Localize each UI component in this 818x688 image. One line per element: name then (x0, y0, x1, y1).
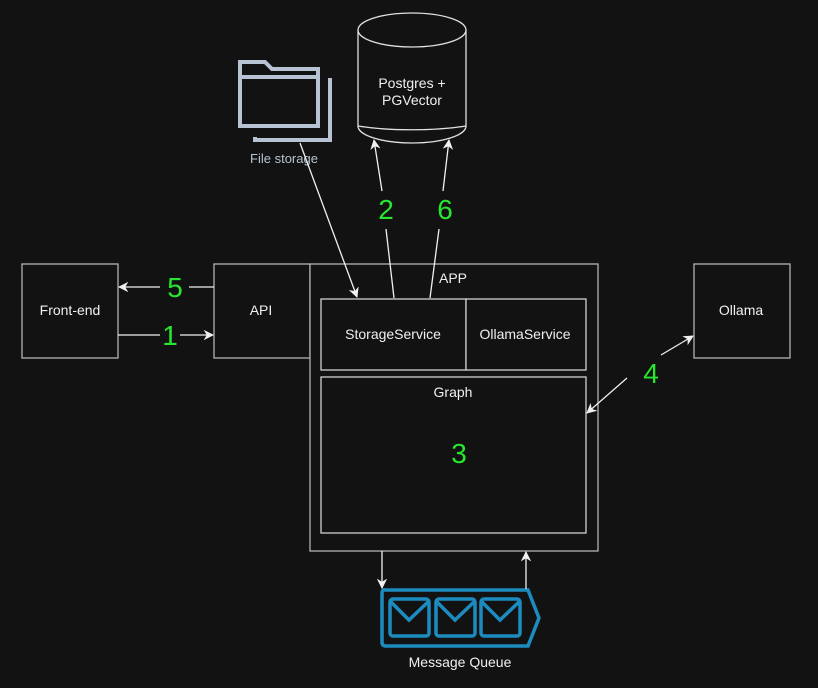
edge-storage-to-db-2-head (370, 138, 383, 192)
step-label-6: 6 (437, 194, 453, 225)
storage-service-label: StorageService (345, 326, 441, 342)
folder-icon (238, 60, 332, 142)
database-label-line1: Postgres + (378, 75, 445, 91)
message-queue-icon (380, 588, 541, 648)
database-label-line2: PGVector (382, 92, 442, 108)
graph-label: Graph (434, 384, 473, 400)
ollama-service-label: OllamaService (479, 326, 570, 342)
app-label: APP (439, 270, 467, 286)
step-label-1: 1 (162, 320, 178, 351)
frontend-node[interactable]: Front-end (21, 263, 119, 359)
edges (117, 138, 694, 590)
ollama-label: Ollama (719, 302, 764, 318)
api-label: API (250, 302, 273, 318)
edge-storage-to-db-2 (385, 228, 395, 299)
graph-node[interactable]: Graph (320, 376, 587, 534)
edge-storage-to-db-6-head (442, 138, 454, 192)
edge-graph-ollama-b (660, 335, 694, 356)
edge-storage-to-db-6 (429, 228, 440, 299)
step-label-2: 2 (378, 194, 394, 225)
ollama-service-node[interactable]: OllamaService (465, 298, 587, 371)
frontend-label: Front-end (40, 302, 101, 318)
step-label-5: 5 (167, 272, 183, 303)
edge-graph-ollama-a (586, 377, 628, 414)
edge-filestorage-to-storage (299, 142, 359, 298)
step-label-3: 3 (451, 438, 467, 469)
step-label-4: 4 (643, 358, 659, 389)
ollama-node[interactable]: Ollama (693, 263, 791, 359)
file-storage-node[interactable]: File storage (238, 60, 332, 166)
file-storage-label: File storage (250, 151, 318, 166)
storage-service-node[interactable]: StorageService (320, 298, 467, 371)
database-node[interactable]: Postgres + PGVector (357, 12, 467, 144)
api-node[interactable]: API (213, 263, 311, 359)
message-queue-node[interactable]: Message Queue (380, 588, 541, 670)
message-queue-label: Message Queue (409, 654, 512, 670)
database-cylinder-icon (357, 12, 467, 144)
